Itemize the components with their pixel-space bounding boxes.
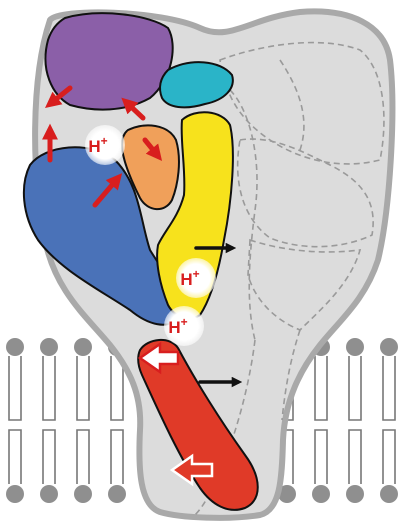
- lipid-tail: [383, 356, 395, 420]
- lipid-tail: [9, 356, 21, 420]
- lipid-tail: [315, 430, 327, 484]
- lipid-head: [346, 338, 364, 356]
- lipid-head: [40, 338, 58, 356]
- lipid-head: [380, 338, 398, 356]
- lipid-tail: [349, 356, 361, 420]
- lipid-tail: [77, 430, 89, 484]
- lipid-head: [380, 485, 398, 503]
- lipid-head: [312, 485, 330, 503]
- lipid-head: [6, 338, 24, 356]
- lipid-head: [6, 485, 24, 503]
- lipid-tail: [43, 356, 55, 420]
- lipid-tail: [349, 430, 361, 484]
- lipid-head: [108, 485, 126, 503]
- proton-h1: H+: [85, 125, 125, 165]
- lipid-head: [346, 485, 364, 503]
- proton-h2: H+: [176, 258, 216, 298]
- lipid-head: [40, 485, 58, 503]
- lipid-tail: [77, 356, 89, 420]
- lipid-tail: [9, 430, 21, 484]
- lipid-tail: [43, 430, 55, 484]
- lipid-head: [74, 338, 92, 356]
- lipid-tail: [111, 430, 123, 484]
- lipid-tail: [383, 430, 395, 484]
- proton-h3: H+: [164, 306, 204, 346]
- lipid-head: [74, 485, 92, 503]
- lipid-tail: [315, 356, 327, 420]
